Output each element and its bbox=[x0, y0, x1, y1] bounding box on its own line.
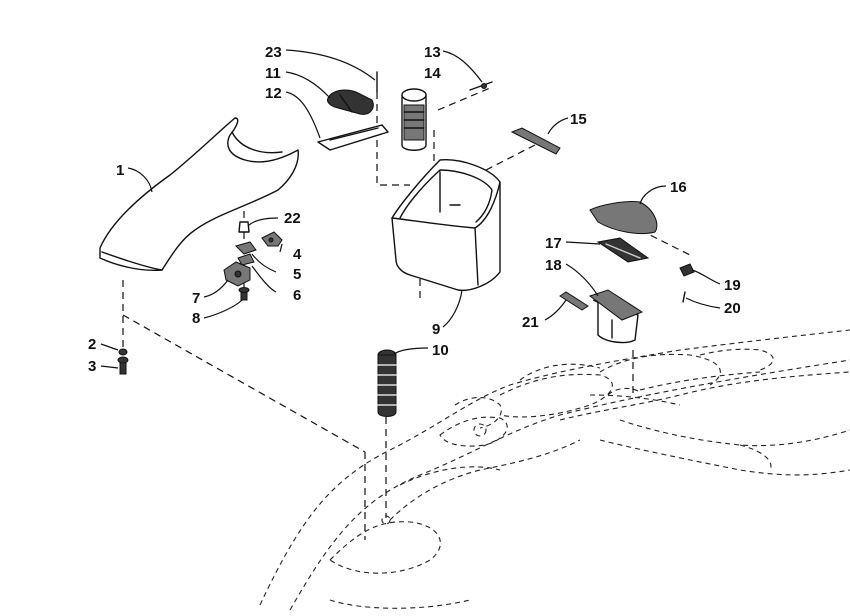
part-4-latch-bracket bbox=[261, 231, 283, 247]
callout-9: 9 bbox=[432, 321, 440, 338]
part-21-strip bbox=[559, 291, 589, 311]
callout-8: 8 bbox=[192, 310, 200, 327]
callout-labels: 1 2 3 4 5 6 7 8 9 10 11 12 13 14 15 16 1… bbox=[88, 44, 741, 375]
part-18-box bbox=[588, 289, 644, 344]
callout-1: 1 bbox=[116, 162, 124, 179]
callout-21: 21 bbox=[522, 314, 539, 331]
leader-lines bbox=[100, 49, 721, 369]
callout-3: 3 bbox=[88, 358, 96, 375]
callout-16: 16 bbox=[670, 179, 687, 196]
callout-15: 15 bbox=[570, 111, 587, 128]
part-16-cover bbox=[589, 201, 658, 235]
part-22-rivet bbox=[238, 221, 250, 233]
callout-11: 11 bbox=[265, 65, 281, 82]
part-13-rod bbox=[469, 81, 493, 91]
callout-6: 6 bbox=[293, 287, 301, 304]
callout-12: 12 bbox=[265, 85, 282, 102]
callout-14: 14 bbox=[424, 65, 441, 82]
callout-4: 4 bbox=[293, 246, 302, 263]
part-19-clip bbox=[679, 263, 695, 277]
callout-10: 10 bbox=[432, 342, 449, 359]
vehicle-body-phantom bbox=[259, 329, 850, 611]
part-1-hood-panel bbox=[99, 117, 299, 272]
callout-20: 20 bbox=[724, 300, 741, 317]
callout-13: 13 bbox=[424, 44, 441, 61]
part-2-washer bbox=[118, 348, 128, 356]
callout-18: 18 bbox=[545, 257, 562, 274]
part-20-pin bbox=[682, 291, 686, 303]
part-8-bolt bbox=[238, 287, 250, 301]
part-7-latch-base bbox=[223, 261, 251, 287]
callout-22: 22 bbox=[284, 210, 301, 227]
part-17-gasket bbox=[596, 237, 650, 263]
part-10-bellows-tube bbox=[377, 349, 397, 417]
callout-19: 19 bbox=[724, 277, 741, 294]
part-11-strap bbox=[327, 89, 374, 115]
callout-7: 7 bbox=[192, 290, 200, 307]
part-6-spacer bbox=[237, 253, 255, 266]
callout-2: 2 bbox=[88, 336, 96, 353]
callout-23: 23 bbox=[265, 44, 282, 61]
callout-17: 17 bbox=[545, 235, 562, 252]
part-9-storage-bin bbox=[391, 159, 501, 292]
part-3-screw bbox=[117, 356, 129, 375]
part-12-plate bbox=[317, 124, 389, 151]
callout-5: 5 bbox=[293, 266, 301, 283]
part-15-bar bbox=[510, 127, 561, 155]
part-5-clip bbox=[235, 241, 257, 255]
part-14-canister bbox=[401, 88, 427, 151]
